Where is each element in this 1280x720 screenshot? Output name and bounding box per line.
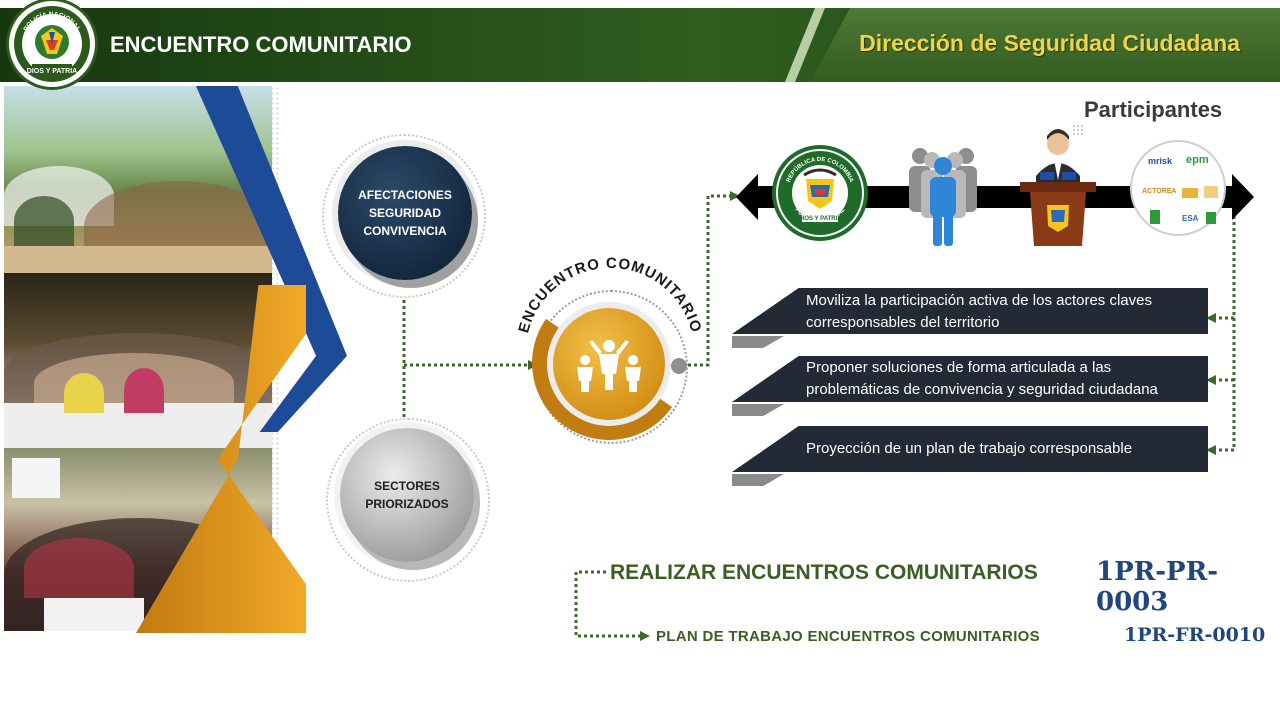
page-subtitle: Dirección de Seguridad Ciudadana — [859, 30, 1240, 56]
bottom-circle-ring — [326, 418, 490, 582]
header-right-panel — [810, 8, 1280, 82]
partner-logo-4: ESA — [1182, 214, 1199, 223]
banner-3-text: Proyección de un plan de trabajo corresp… — [806, 440, 1133, 457]
banner-1-text: Moviliza la participación activa de los … — [806, 292, 1152, 331]
procedure-title: REALIZAR ENCUENTROS COMUNITARIOS — [610, 561, 1038, 584]
partner-logo-1: mrisk — [1148, 156, 1173, 166]
arrow-right-icon — [1232, 174, 1254, 220]
afectaciones-label: AFECTACIONES SEGURIDAD CONVIVENCIA — [358, 188, 452, 238]
partner-mark-d — [1206, 212, 1216, 224]
banner-1: Moviliza la participación activa de los … — [732, 288, 1208, 334]
afectaciones-circle: AFECTACIONES SEGURIDAD CONVIVENCIA — [338, 146, 472, 280]
header-bar: ENCUENTRO COMUNITARIO Dirección de Segur… — [0, 8, 1280, 82]
banner-2-text: Proponer soluciones de forma articulada … — [806, 359, 1158, 398]
community-photo-2 — [4, 273, 272, 448]
center-circle-ring — [534, 290, 688, 444]
national-seal-icon: REPÚBLICA DE COLOMBIA POLICÍA NACIONAL D… — [778, 151, 862, 235]
participants-arrow-bar — [752, 186, 1236, 208]
sectores-circle: SECTORES PRIORIZADOS — [340, 428, 474, 562]
sectores-label: SECTORES PRIORIZADOS — [365, 479, 449, 511]
banner-3: Proyección de un plan de trabajo corresp… — [732, 426, 1208, 472]
procedure-code: 1PR-PR-0003 — [1096, 557, 1218, 617]
top-circle-ring — [322, 134, 486, 298]
partner-mark-a — [1182, 188, 1198, 198]
policia-logo: POLICÍA NACIONAL DIOS Y PATRIA — [6, 0, 98, 90]
partner-logo-2: epm — [1186, 154, 1209, 166]
partner-mark-c — [1150, 210, 1160, 224]
banner-2: Proponer soluciones de forma articulada … — [732, 356, 1208, 402]
partner-mark-b — [1204, 186, 1218, 198]
encuentro-circle — [553, 308, 665, 420]
partner-logo-3: ACTOREA — [1142, 188, 1177, 195]
form-code: 1PR-FR-0010 — [1124, 624, 1266, 646]
page-title: ENCUENTRO COMUNITARIO — [110, 32, 412, 57]
arrow-left-icon — [736, 174, 758, 220]
form-title: PLAN DE TRABAJO ENCUENTROS COMUNITARIOS — [656, 628, 1040, 645]
community-group-icon — [577, 340, 641, 392]
community-photo-1 — [4, 86, 272, 273]
policia-emblem-icon: POLICÍA NACIONAL DIOS Y PATRIA — [14, 6, 90, 82]
seal-motto-text: DIOS Y PATRIA — [798, 216, 842, 222]
policia-seal: REPÚBLICA DE COLOMBIA POLICÍA NACIONAL D… — [772, 145, 868, 241]
partners-logos: mrisk epm ACTOREA ESA — [1130, 140, 1226, 236]
participants-title: Participantes — [1084, 97, 1223, 122]
logo-bottom-text: DIOS Y PATRIA — [27, 68, 77, 75]
connector-dot — [671, 358, 687, 374]
